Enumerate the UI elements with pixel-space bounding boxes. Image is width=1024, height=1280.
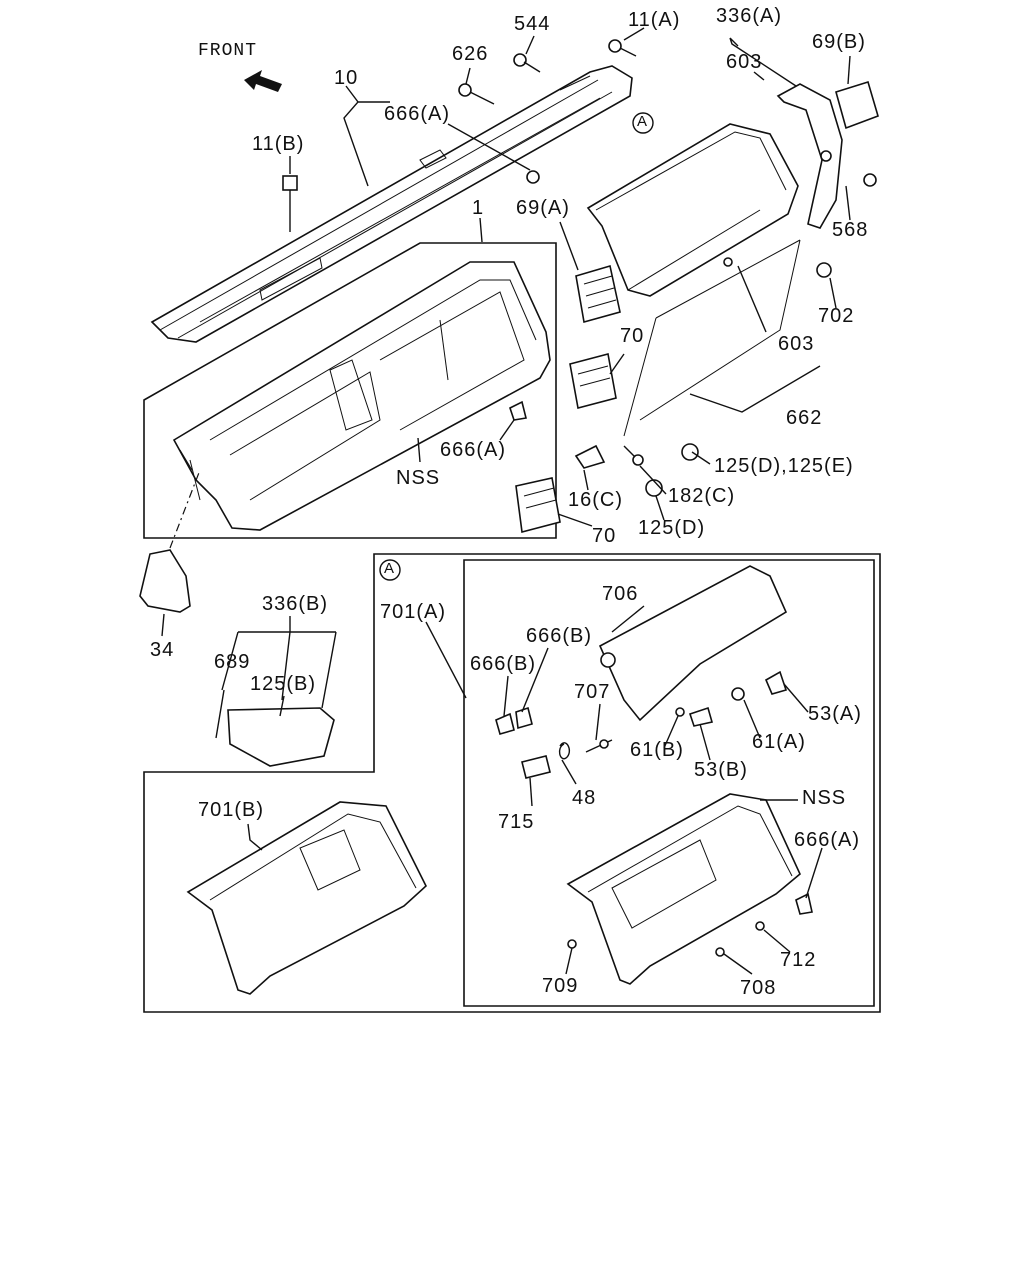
vent-69b [835,80,879,130]
dashboard-1 [172,261,551,531]
screw-11a [608,39,637,57]
callout-nss-box: NSS [802,787,847,809]
housing-701b [186,801,427,995]
callout-61a: 61(A) [752,731,806,753]
callout-69b: 69(B) [812,31,866,53]
callout-626: 626 [452,43,489,65]
callout-544: 544 [514,13,551,35]
panel-662 [623,239,801,437]
callout-666a-box: 666(A) [794,829,861,851]
bracket-53b [688,706,714,727]
frame-detail-a [143,553,881,1013]
fastener-125d [645,479,663,497]
callout-666a-top: 666(A) [384,103,451,125]
fastener-125de [681,443,699,461]
callout-69a: 69(A) [516,197,570,219]
callout-707: 707 [574,681,611,703]
callout-701b: 701(B) [198,799,265,821]
callout-53b: 53(B) [694,759,748,781]
fastener-568 [863,173,877,187]
glovebox-lid-a [586,123,799,297]
callout-706: 706 [602,583,639,605]
callout-34: 34 [150,639,175,661]
reference-circle-icon [379,559,401,581]
front-label: FRONT [198,41,258,61]
callout-70-mid: 70 [620,325,645,347]
front-arrow-icon [244,70,282,92]
callout-61b: 61(B) [630,739,684,761]
bolt-707 [585,739,613,753]
vent-69a [575,264,621,324]
screw-708 [715,947,725,957]
callout-48: 48 [572,787,597,809]
bracket-53a [764,670,788,695]
fastener-61a [731,687,745,701]
cover-34 [139,469,201,613]
lid-706 [598,565,788,722]
callout-336b: 336(B) [262,593,329,615]
callout-125d: 125(D) [638,517,706,539]
callout-182c: 182(C) [668,485,736,507]
fastener-603-mid [723,257,733,267]
callout-662: 662 [786,407,823,429]
callout-70-low: 70 [592,525,617,547]
clip-666b-1 [495,712,515,735]
reference-circle-icon [632,112,654,134]
clip-666a-top [526,170,540,184]
screw-712 [755,921,765,931]
callout-603-mid: 603 [778,333,815,355]
callout-709: 709 [542,975,579,997]
clip-16c [574,444,606,469]
clip-666b-2 [515,706,533,730]
callout-11b: 11(B) [252,133,305,155]
callout-125de: 125(D),125(E) [714,455,854,477]
callout-689: 689 [214,651,251,673]
fastener-182c [623,445,644,466]
frame-detail-a-inner [463,559,875,1007]
screw-626 [458,83,495,105]
callout-a-top: A [637,113,649,130]
nut-702 [816,262,832,278]
housing-nss-a [566,793,801,985]
callout-a-box: A [384,560,396,577]
callout-1: 1 [472,197,485,219]
callout-666a-mid: 666(A) [440,439,507,461]
leader-lines [161,27,851,975]
spring-48 [558,742,570,760]
fastener-61b [675,707,685,717]
side-panel-336a [776,83,843,229]
top-panel-10 [150,65,633,343]
panel-336b [215,689,335,767]
callout-nss-top: NSS [396,467,441,489]
callout-702: 702 [818,305,855,327]
callout-666b-2: 666(B) [470,653,537,675]
callout-708: 708 [740,977,777,999]
frame-main-1 [143,242,557,539]
callout-715: 715 [498,811,535,833]
callout-603-top: 603 [726,51,763,73]
callout-11a: 11(A) [628,9,681,31]
callout-712: 712 [780,949,817,971]
vent-70-mid [569,353,617,409]
vent-70-low [515,477,561,534]
clip-666a-mid [509,400,527,421]
bolt-11b [282,175,298,232]
callout-701a: 701(A) [380,601,447,623]
callout-666b-1: 666(B) [526,625,593,647]
callout-568: 568 [832,219,869,241]
callout-10: 10 [334,67,359,89]
callout-16c: 16(C) [568,489,624,511]
callout-125b: 125(B) [250,673,317,695]
screw-709 [567,939,577,949]
callout-53a: 53(A) [808,703,862,725]
callout-336a: 336(A) [716,5,783,27]
latch-715 [521,755,551,779]
screw-544 [513,53,541,73]
clip-666a-box [795,892,813,915]
